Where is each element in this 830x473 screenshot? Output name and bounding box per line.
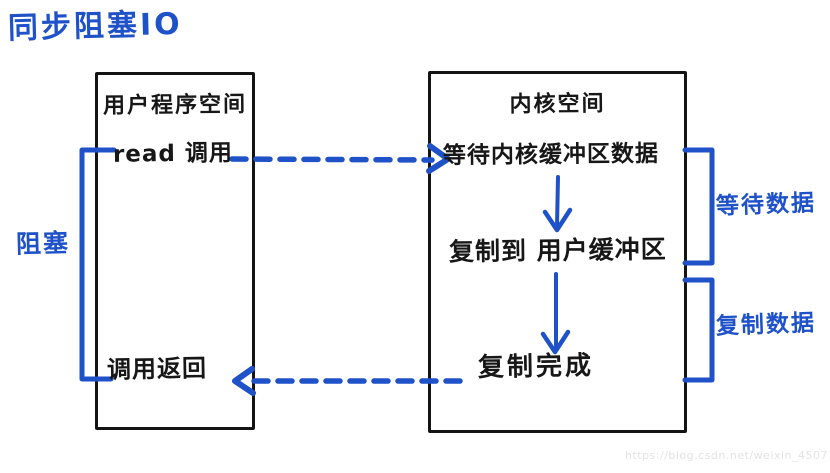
copy-phase-annotation: 复制数据: [715, 310, 817, 340]
copy-to-user-buffer-label: 复制到 用户缓冲区: [448, 234, 667, 267]
read-call-dashed-arrow: [229, 156, 435, 163]
kernel-space-box: 内核空间: [428, 71, 687, 433]
blocking-annotation: 阻塞: [15, 228, 71, 259]
call-return-label: 调用返回: [106, 354, 208, 384]
watermark-url: https://blog.csdn.net/weixin_4507: [624, 449, 828, 462]
kernel-space-box-header: 内核空间: [509, 91, 606, 118]
copy-done-label: 复制完成: [477, 350, 595, 384]
user-space-box-header: 用户程序空间: [102, 92, 248, 119]
read-call-label: read 调用: [112, 140, 234, 168]
copy-phase-bracket: [682, 277, 715, 383]
diagram-title: 同步阻塞IO: [7, 6, 184, 47]
wait-kernel-buffer-label: 等待内核缓冲区数据: [442, 141, 660, 169]
wait-phase-annotation: 等待数据: [715, 190, 817, 220]
wait-phase-bracket: [682, 147, 715, 266]
